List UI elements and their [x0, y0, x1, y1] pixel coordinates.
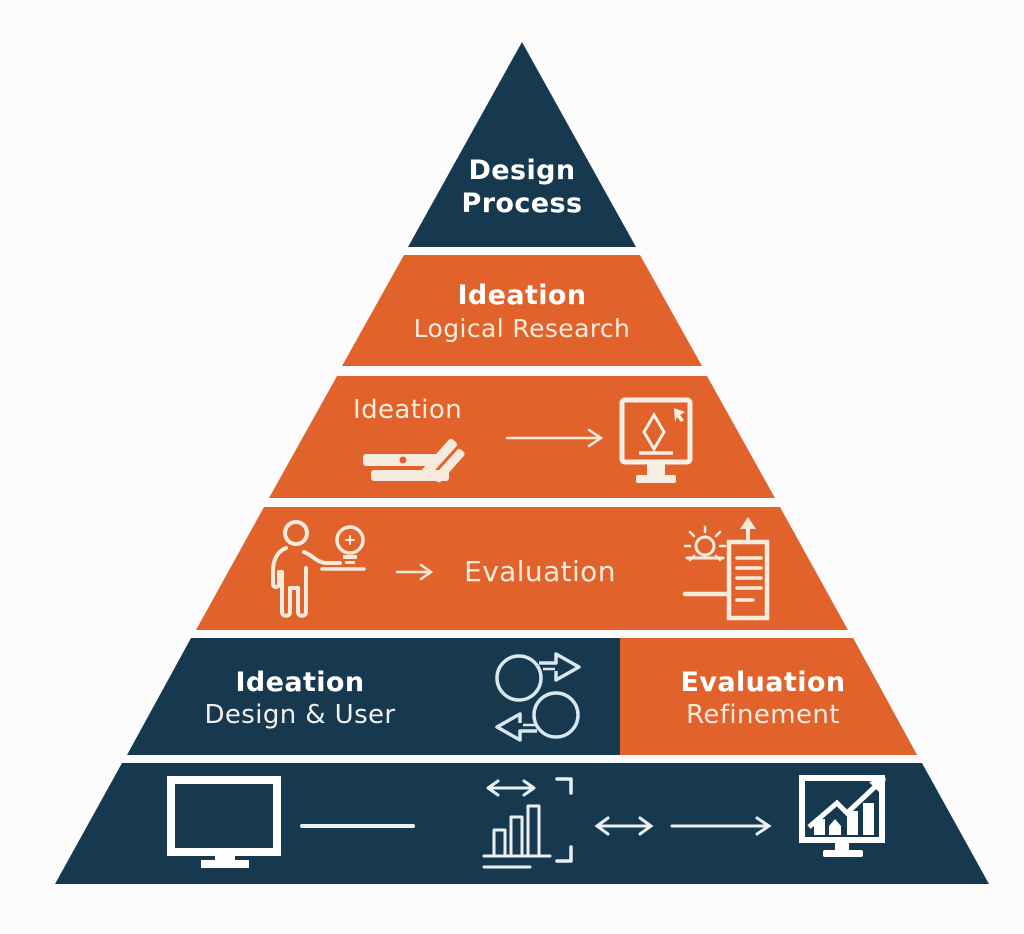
monitor-sparkle-icon	[618, 396, 702, 488]
tier-logical-research: Ideation Logical Research	[342, 255, 702, 366]
connector-line	[300, 824, 415, 828]
tier2-line1: Ideation	[457, 280, 587, 311]
books-icon	[359, 428, 471, 492]
tier3-label: Ideation	[353, 395, 463, 425]
double-arrow-icon	[592, 813, 656, 839]
tier1-line2: Process	[461, 188, 583, 219]
bar-chart-crop-icon	[458, 775, 585, 873]
arrow-right-icon	[505, 426, 609, 450]
tier1-line1: Design	[468, 155, 576, 186]
arrow-right-icon	[395, 561, 437, 583]
tier-ideation-evaluation: Ideation Design & User Evaluation Refine…	[127, 638, 917, 755]
tier-ideation: Ideation	[269, 376, 775, 498]
monitor-icon	[165, 775, 285, 870]
tier5-right-text: Evaluation Refinement	[658, 666, 868, 732]
tier1-title: Design Process	[408, 154, 636, 220]
exchange-arrows-icon	[483, 647, 593, 747]
tier5-left-line1: Ideation	[235, 667, 365, 698]
tier-design-process: Design Process	[408, 42, 636, 247]
tier2-line2: Logical Research	[413, 314, 631, 343]
tier-evaluation: Evaluation	[196, 507, 848, 630]
tier5-right-line2: Refinement	[686, 700, 840, 730]
person-idea-icon	[260, 516, 390, 622]
tier5-left-text: Ideation Design & User	[185, 666, 415, 732]
tier4-label: Evaluation	[464, 555, 616, 588]
arrow-right-icon	[670, 813, 775, 839]
tier5-left-line2: Design & User	[204, 700, 396, 730]
sun-report-icon	[682, 516, 775, 626]
tier2-title: Ideation Logical Research	[342, 279, 702, 345]
tier5-right-line1: Evaluation	[680, 667, 846, 698]
tier-workflow	[55, 763, 989, 884]
analytics-monitor-icon	[797, 773, 892, 865]
